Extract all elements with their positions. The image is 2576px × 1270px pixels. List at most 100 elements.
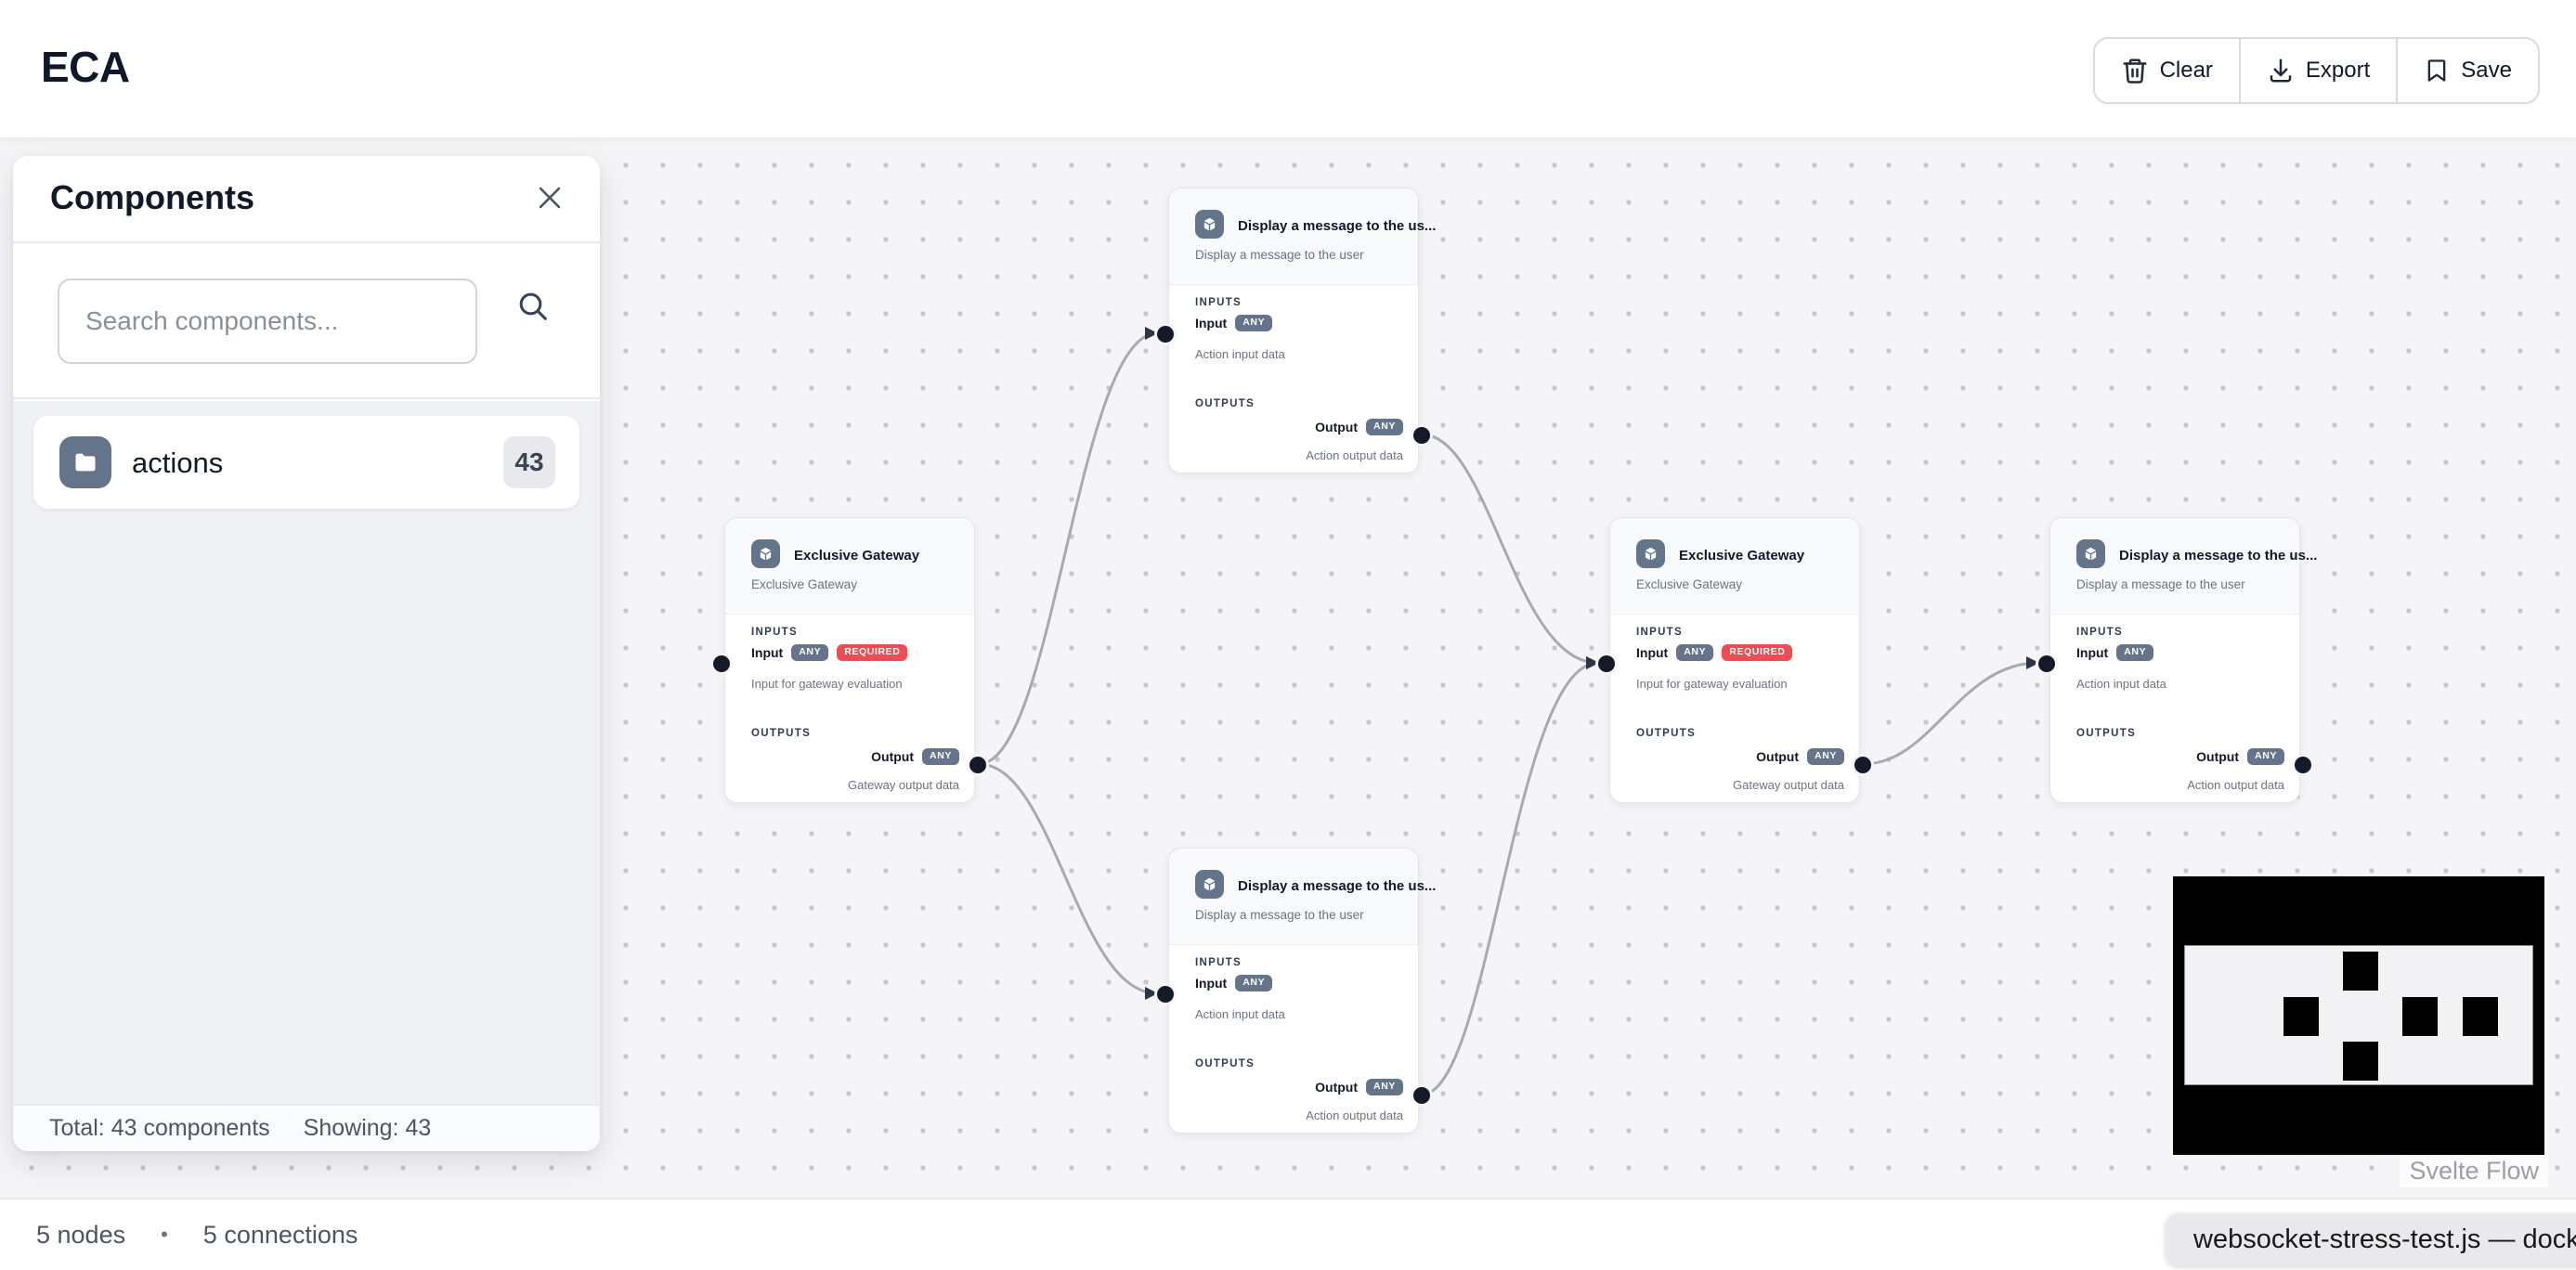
outputs-section-label: OUTPUTS: [751, 728, 812, 739]
close-panel-button[interactable]: [531, 180, 568, 217]
type-badge: ANY: [791, 644, 829, 661]
minimap-node: [2463, 997, 2498, 1036]
output-handle[interactable]: [1854, 757, 1871, 773]
input-name: Input: [1195, 315, 1228, 330]
panel-title: Components: [50, 178, 254, 216]
node-subtitle: Display a message to the user: [1195, 908, 1364, 922]
node-exclusive-gateway-1[interactable]: Exclusive Gateway Exclusive Gateway INPU…: [713, 517, 986, 803]
inputs-section-label: INPUTS: [1636, 627, 1683, 638]
components-panel: Components actions 43 Total: 43 componen…: [13, 156, 600, 1151]
type-badge: ANY: [1807, 748, 1844, 765]
output-row: Output ANY: [1756, 748, 1844, 765]
export-button[interactable]: Export: [2238, 39, 2397, 102]
app-header: ECA Clear Export Save: [0, 0, 2576, 137]
components-panel-header: Components: [13, 156, 600, 243]
output-description: Gateway output data: [848, 778, 959, 792]
save-label: Save: [2461, 58, 2512, 83]
minimap-node: [2343, 1042, 2378, 1081]
minimap-node: [2343, 952, 2378, 991]
type-badge: ANY: [1676, 644, 1714, 661]
input-row: Input ANY: [1195, 315, 1273, 331]
output-handle[interactable]: [969, 757, 986, 773]
node-display-message-2[interactable]: Display a message to the us... Display a…: [1157, 848, 1436, 1134]
save-button[interactable]: Save: [2396, 39, 2538, 102]
bookmark-icon: [2424, 56, 2450, 85]
search-button[interactable]: [514, 288, 552, 328]
type-badge: ANY: [1366, 419, 1403, 435]
search-section: [13, 243, 600, 399]
node-display-message-3[interactable]: Display a message to the us... Display a…: [2038, 517, 2317, 803]
input-description: Action input data: [1195, 347, 1285, 361]
node-title: Display a message to the us...: [1238, 878, 1437, 894]
type-badge: ANY: [2247, 748, 2284, 765]
input-row: Input ANY REQUIRED: [751, 644, 908, 661]
output-description: Action output data: [1306, 1108, 1403, 1122]
output-description: Action output data: [1306, 448, 1403, 462]
node-display-message-1[interactable]: Display a message to the us... Display a…: [1157, 188, 1436, 473]
folder-icon: [59, 436, 111, 488]
separator-dot: •: [161, 1223, 168, 1246]
type-badge: ANY: [1366, 1079, 1403, 1095]
total-components: Total: 43 components: [49, 1115, 270, 1141]
minimap-node: [2402, 997, 2438, 1036]
output-name: Output: [1315, 1079, 1359, 1095]
input-name: Input: [1636, 644, 1669, 660]
output-name: Output: [2196, 748, 2240, 764]
type-badge: ANY: [2116, 644, 2154, 661]
connection-count: 5 connections: [202, 1220, 358, 1249]
required-badge: REQUIRED: [1722, 644, 1793, 661]
output-row: Output ANY: [1315, 1079, 1403, 1095]
minimap-node: [2283, 997, 2319, 1036]
input-handle[interactable]: [1157, 326, 1174, 343]
download-icon: [2267, 56, 2295, 85]
output-name: Output: [871, 748, 915, 764]
clear-label: Clear: [2159, 58, 2213, 83]
components-panel-footer: Total: 43 components Showing: 43: [13, 1104, 600, 1151]
category-actions[interactable]: actions 43: [33, 416, 579, 509]
outputs-section-label: OUTPUTS: [2076, 728, 2137, 739]
svelte-flow-attribution[interactable]: Svelte Flow: [2400, 1155, 2548, 1187]
input-row: Input ANY: [2076, 644, 2154, 661]
package-icon: [751, 539, 780, 568]
status-url-tooltip: websocket-stress-test.js — dock: [2166, 1213, 2576, 1266]
package-icon: [1195, 870, 1224, 899]
input-description: Input for gateway evaluation: [751, 677, 903, 691]
outputs-section-label: OUTPUTS: [1195, 398, 1255, 409]
inputs-section-label: INPUTS: [2076, 627, 2123, 638]
clear-button[interactable]: Clear: [2094, 39, 2239, 102]
minimap[interactable]: [2173, 876, 2544, 1155]
category-label: actions: [132, 447, 224, 479]
input-handle[interactable]: [713, 655, 730, 672]
node-subtitle: Exclusive Gateway: [1636, 577, 1743, 591]
status-bar: 5 nodes • 5 connections: [0, 1198, 2576, 1270]
close-icon: [534, 182, 566, 216]
output-handle[interactable]: [1413, 427, 1430, 444]
output-handle[interactable]: [1413, 1087, 1430, 1104]
minimap-viewport[interactable]: [2184, 945, 2533, 1085]
output-description: Action output data: [2187, 778, 2284, 792]
node-subtitle: Display a message to the user: [1195, 248, 1364, 262]
input-handle[interactable]: [1598, 655, 1615, 672]
search-input[interactable]: [58, 279, 477, 364]
outputs-section-label: OUTPUTS: [1195, 1058, 1255, 1069]
input-name: Input: [1195, 975, 1228, 991]
type-badge: ANY: [1235, 975, 1273, 991]
type-badge: ANY: [922, 748, 959, 765]
search-icon: [514, 292, 552, 328]
output-row: Output ANY: [1315, 419, 1403, 435]
node-exclusive-gateway-2[interactable]: Exclusive Gateway Exclusive Gateway INPU…: [1598, 517, 1871, 803]
type-badge: ANY: [1235, 315, 1273, 331]
package-icon: [1636, 539, 1665, 568]
input-name: Input: [2076, 644, 2109, 660]
input-handle[interactable]: [2038, 655, 2055, 672]
showing-components: Showing: 43: [303, 1115, 432, 1141]
package-icon: [1195, 210, 1224, 239]
node-subtitle: Display a message to the user: [2076, 577, 2245, 591]
input-row: Input ANY: [1195, 975, 1273, 991]
node-title: Display a message to the us...: [2119, 548, 2318, 564]
output-handle[interactable]: [2295, 757, 2311, 773]
output-name: Output: [1315, 419, 1359, 434]
input-handle[interactable]: [1157, 986, 1174, 1003]
node-title: Exclusive Gateway: [1679, 548, 1805, 564]
package-icon: [2076, 539, 2105, 568]
